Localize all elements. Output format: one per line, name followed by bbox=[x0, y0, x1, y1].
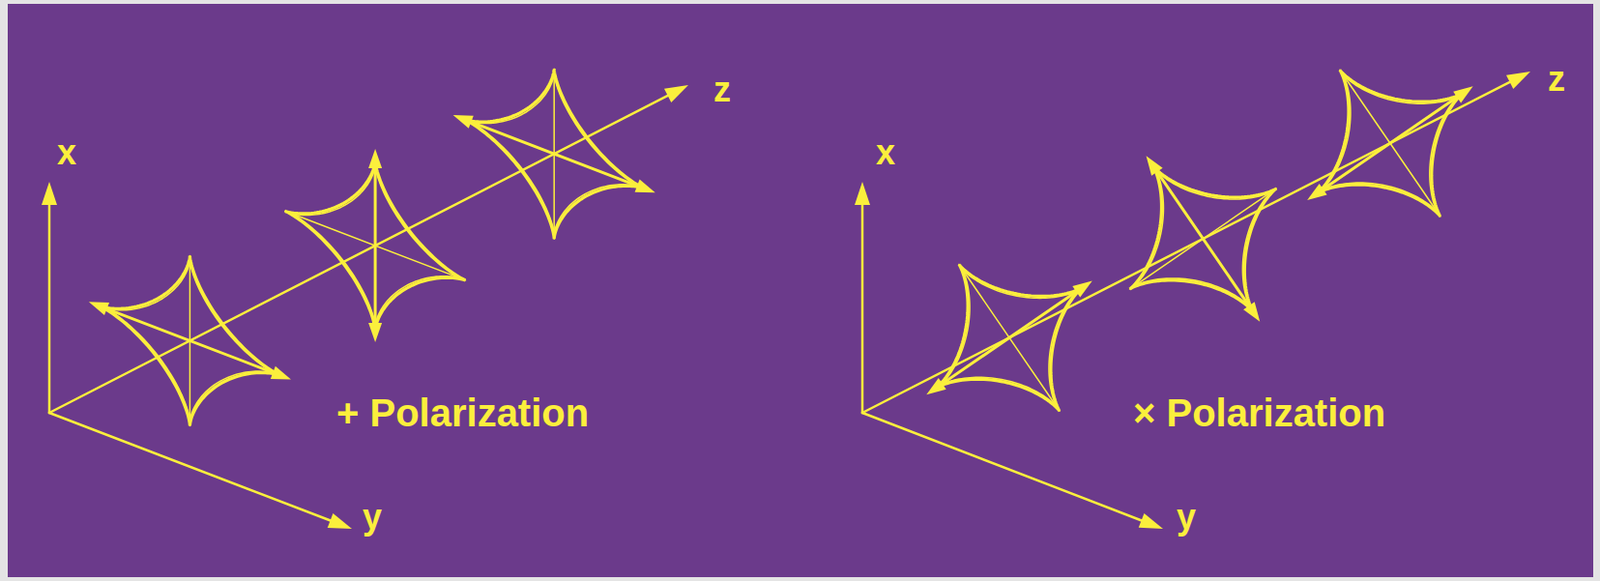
axis-label: y bbox=[1176, 499, 1196, 535]
stretch-arrowhead bbox=[88, 301, 110, 316]
star-outline bbox=[289, 164, 462, 327]
stretch-arrow-line bbox=[938, 290, 1079, 387]
axis-line bbox=[862, 412, 1151, 524]
star-axis-line bbox=[1316, 92, 1464, 194]
axis-arrowhead bbox=[1138, 513, 1164, 529]
stretch-arrowhead bbox=[1453, 86, 1473, 103]
axis-arrowhead bbox=[41, 181, 58, 205]
axis-line bbox=[48, 195, 52, 413]
axis-line bbox=[49, 412, 340, 524]
polarization-label-box: + Polarization bbox=[336, 393, 589, 433]
axis-label: x bbox=[875, 135, 896, 171]
star-outline bbox=[1316, 69, 1464, 217]
polarization-label-box: × Polarization bbox=[1133, 393, 1386, 433]
star-outline bbox=[1130, 165, 1278, 313]
stretch-arrowhead bbox=[1146, 155, 1164, 175]
axis-line bbox=[862, 77, 1519, 413]
star-axis-line bbox=[935, 287, 1083, 388]
star-outline bbox=[464, 68, 645, 239]
star-axis-line bbox=[374, 160, 377, 331]
axis-label-box: x bbox=[57, 135, 77, 171]
stretch-arrow-line bbox=[374, 164, 378, 327]
star-outline bbox=[99, 255, 281, 426]
axis-label-box: y bbox=[362, 499, 382, 535]
stretch-arrow-line bbox=[1319, 94, 1460, 192]
axis-arrowhead bbox=[854, 181, 871, 205]
axis-label: x bbox=[57, 135, 77, 171]
astroid-star bbox=[453, 68, 656, 239]
stretch-arrowhead bbox=[270, 366, 291, 380]
stretch-arrowhead bbox=[1307, 183, 1327, 201]
star-outline bbox=[939, 267, 1080, 408]
stretch-arrow-line bbox=[103, 307, 277, 375]
polarization-panel bbox=[41, 68, 689, 529]
star-axis-line bbox=[1152, 165, 1253, 313]
astroid-star bbox=[1130, 155, 1278, 322]
astroid-star bbox=[285, 148, 466, 343]
stretch-arrowhead bbox=[453, 115, 474, 129]
stretch-arrowhead bbox=[368, 322, 382, 343]
astroid-star bbox=[1307, 69, 1474, 217]
astroid-star bbox=[926, 263, 1093, 411]
star-outline bbox=[1133, 169, 1274, 310]
axis-label-box: z bbox=[1547, 61, 1566, 97]
stretch-arrowhead bbox=[1243, 301, 1260, 321]
polarization-label: + Polarization bbox=[336, 393, 589, 433]
axis-label-box: x bbox=[875, 135, 896, 171]
axis-line bbox=[861, 195, 865, 413]
axis-line bbox=[49, 90, 677, 413]
star-outline bbox=[285, 160, 466, 331]
polarization-panel bbox=[854, 69, 1531, 529]
axis-label-box: z bbox=[713, 72, 731, 108]
star-outline bbox=[935, 263, 1083, 411]
axis-arrowhead bbox=[327, 513, 352, 529]
astroid-star bbox=[88, 255, 291, 426]
axis-arrowhead bbox=[664, 85, 689, 103]
stretch-arrowhead bbox=[635, 179, 656, 194]
stretch-arrow-line bbox=[1155, 168, 1252, 309]
stretch-arrowhead bbox=[368, 148, 382, 169]
stretch-arrow-line bbox=[467, 120, 641, 188]
axis-label: z bbox=[1547, 61, 1566, 97]
purple-background bbox=[7, 3, 1594, 578]
stretch-arrowhead bbox=[926, 378, 946, 395]
axis-label: y bbox=[362, 499, 382, 535]
polarization-label: × Polarization bbox=[1133, 393, 1386, 433]
axis-arrowhead bbox=[1506, 71, 1531, 89]
axis-label-box: y bbox=[1176, 499, 1196, 535]
axis-label: z bbox=[713, 72, 731, 108]
star-outline bbox=[1319, 73, 1460, 214]
stretch-arrowhead bbox=[1072, 281, 1092, 298]
